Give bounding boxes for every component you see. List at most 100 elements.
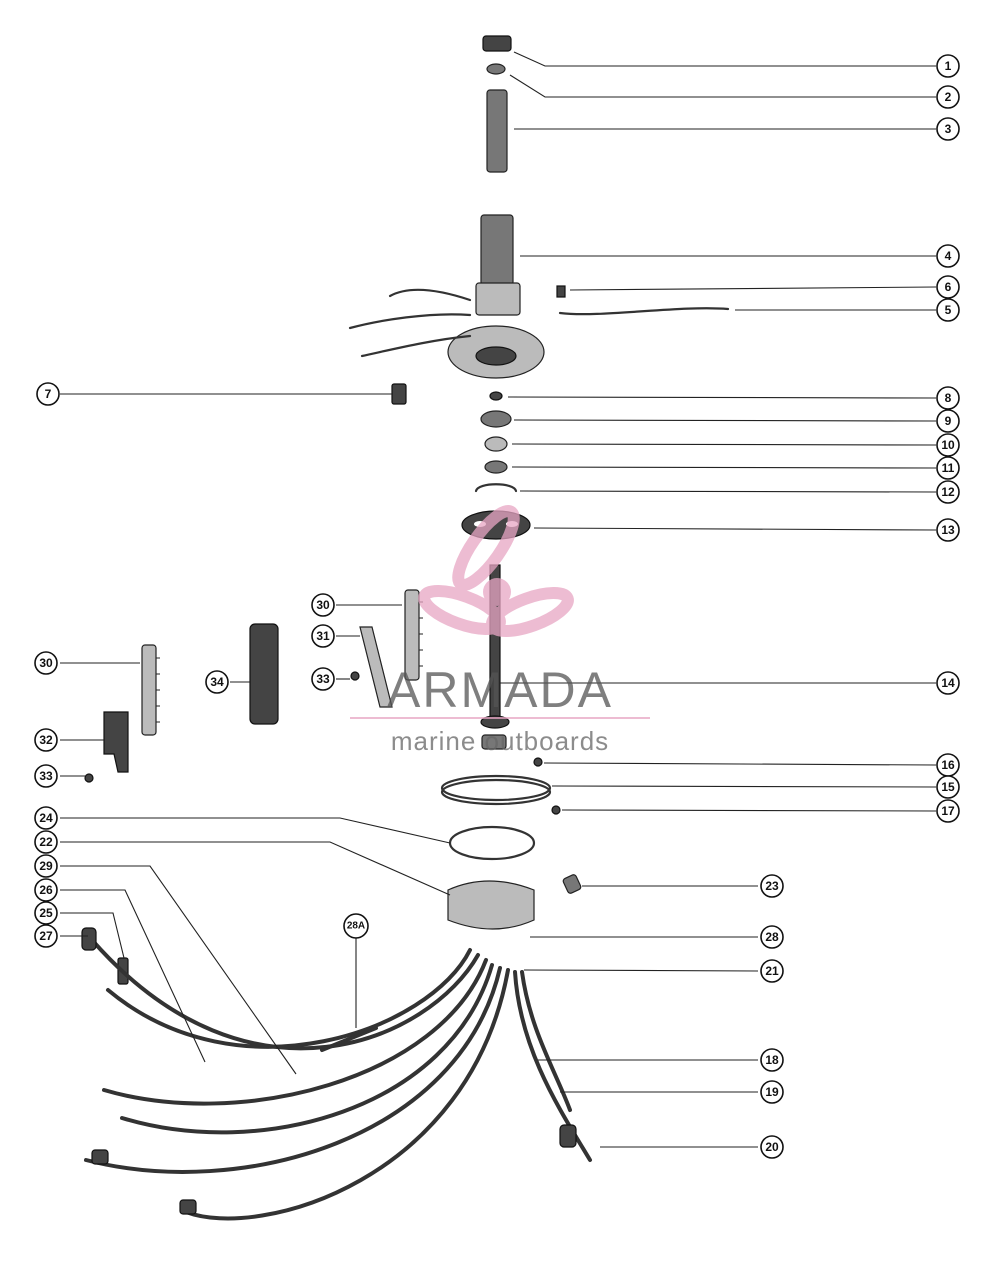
callout-28a: 28A <box>343 913 369 939</box>
callout-29: 29 <box>34 854 58 878</box>
callout-22: 22 <box>34 830 58 854</box>
callout-34: 34 <box>205 670 229 694</box>
svg-text:25: 25 <box>39 906 53 920</box>
callout-13: 13 <box>936 518 960 542</box>
svg-text:30: 30 <box>316 598 330 612</box>
svg-text:13: 13 <box>941 523 955 537</box>
callout-27: 27 <box>34 924 58 948</box>
callout-10: 10 <box>936 433 960 457</box>
callout-16: 16 <box>936 753 960 777</box>
svg-text:3: 3 <box>945 122 952 136</box>
part-clamp-band <box>440 774 552 806</box>
part-brush-holder-left <box>141 644 160 736</box>
part-ground-lead <box>558 307 730 316</box>
svg-text:20: 20 <box>765 1140 779 1154</box>
svg-text:29: 29 <box>39 859 53 873</box>
part-nut-small <box>84 773 94 783</box>
svg-text:17: 17 <box>941 804 955 818</box>
svg-text:6: 6 <box>945 280 952 294</box>
watermark-tagline: marine outboards <box>391 726 609 756</box>
leader-lines <box>60 51 937 1148</box>
part-nut-small <box>350 671 360 681</box>
svg-text:32: 32 <box>39 733 53 747</box>
callout-18: 18 <box>760 1048 784 1072</box>
callout-33-upper: 33 <box>311 667 335 691</box>
svg-text:28: 28 <box>765 930 779 944</box>
callout-3: 3 <box>936 117 960 141</box>
part-fitting <box>391 383 407 405</box>
propeller-logo-icon <box>418 505 574 637</box>
svg-text:2: 2 <box>945 90 952 104</box>
part-bracket <box>103 711 129 773</box>
part-distributor-cap <box>447 880 535 930</box>
svg-text:34: 34 <box>210 675 224 689</box>
callout-4: 4 <box>936 244 960 268</box>
callout-21: 21 <box>760 959 784 983</box>
svg-text:11: 11 <box>942 461 955 475</box>
callout-20: 20 <box>760 1135 784 1159</box>
svg-text:7: 7 <box>45 387 52 401</box>
svg-text:9: 9 <box>945 414 952 428</box>
callout-6: 6 <box>936 275 960 299</box>
part-clamp-nut <box>551 805 561 815</box>
callout-14: 14 <box>936 671 960 695</box>
svg-text:10: 10 <box>941 438 955 452</box>
svg-text:4: 4 <box>945 249 952 263</box>
part-ring <box>489 391 503 401</box>
callout-25: 25 <box>34 901 58 925</box>
callout-2: 2 <box>936 85 960 109</box>
callout-23: 23 <box>760 874 784 898</box>
svg-text:26: 26 <box>39 883 53 897</box>
svg-text:15: 15 <box>941 780 955 794</box>
part-screw <box>556 285 566 298</box>
watermark-brand: ARMADA <box>387 662 613 718</box>
callout-30-upper: 30 <box>311 593 335 617</box>
callout-24: 24 <box>34 806 58 830</box>
svg-text:18: 18 <box>765 1053 779 1067</box>
svg-text:21: 21 <box>765 964 779 978</box>
callout-32: 32 <box>34 728 58 752</box>
part-boot <box>562 874 582 894</box>
svg-text:33: 33 <box>39 769 53 783</box>
callout-28: 28 <box>760 925 784 949</box>
callout-30-lower: 30 <box>34 651 58 675</box>
callout-12: 12 <box>936 480 960 504</box>
svg-text:23: 23 <box>765 879 779 893</box>
callout-17: 17 <box>936 799 960 823</box>
callout-19: 19 <box>760 1080 784 1104</box>
part-tube <box>486 89 508 173</box>
svg-text:24: 24 <box>39 811 53 825</box>
callout-15: 15 <box>936 775 960 799</box>
svg-text:16: 16 <box>941 758 955 772</box>
part-cap <box>482 35 512 52</box>
part-strap <box>359 626 393 708</box>
callout-31: 31 <box>311 624 335 648</box>
callout-7: 7 <box>36 382 60 406</box>
callout-8: 8 <box>936 386 960 410</box>
svg-text:12: 12 <box>941 485 955 499</box>
svg-text:8: 8 <box>945 391 952 405</box>
svg-text:19: 19 <box>765 1085 779 1099</box>
svg-text:30: 30 <box>39 656 53 670</box>
svg-text:31: 31 <box>316 629 330 643</box>
part-nut <box>484 460 508 474</box>
callout-26: 26 <box>34 878 58 902</box>
part-block <box>249 623 279 725</box>
svg-text:5: 5 <box>945 303 952 317</box>
part-spark-plug-leads <box>81 927 592 1221</box>
part-shaft-housing <box>348 214 545 379</box>
svg-text:27: 27 <box>39 929 53 943</box>
svg-text:33: 33 <box>316 672 330 686</box>
svg-text:1: 1 <box>945 59 952 73</box>
svg-text:28A: 28A <box>347 921 365 932</box>
callout-5: 5 <box>936 298 960 322</box>
part-gear-washer <box>484 436 508 452</box>
callout-1: 1 <box>936 54 960 78</box>
part-drawings <box>81 35 730 1221</box>
armada-watermark: ARMADA marine outboards <box>350 505 650 756</box>
part-washer <box>486 63 506 75</box>
part-clamp-screw <box>533 757 543 767</box>
callout-33-lower: 33 <box>34 764 58 788</box>
part-bearing <box>480 410 512 428</box>
